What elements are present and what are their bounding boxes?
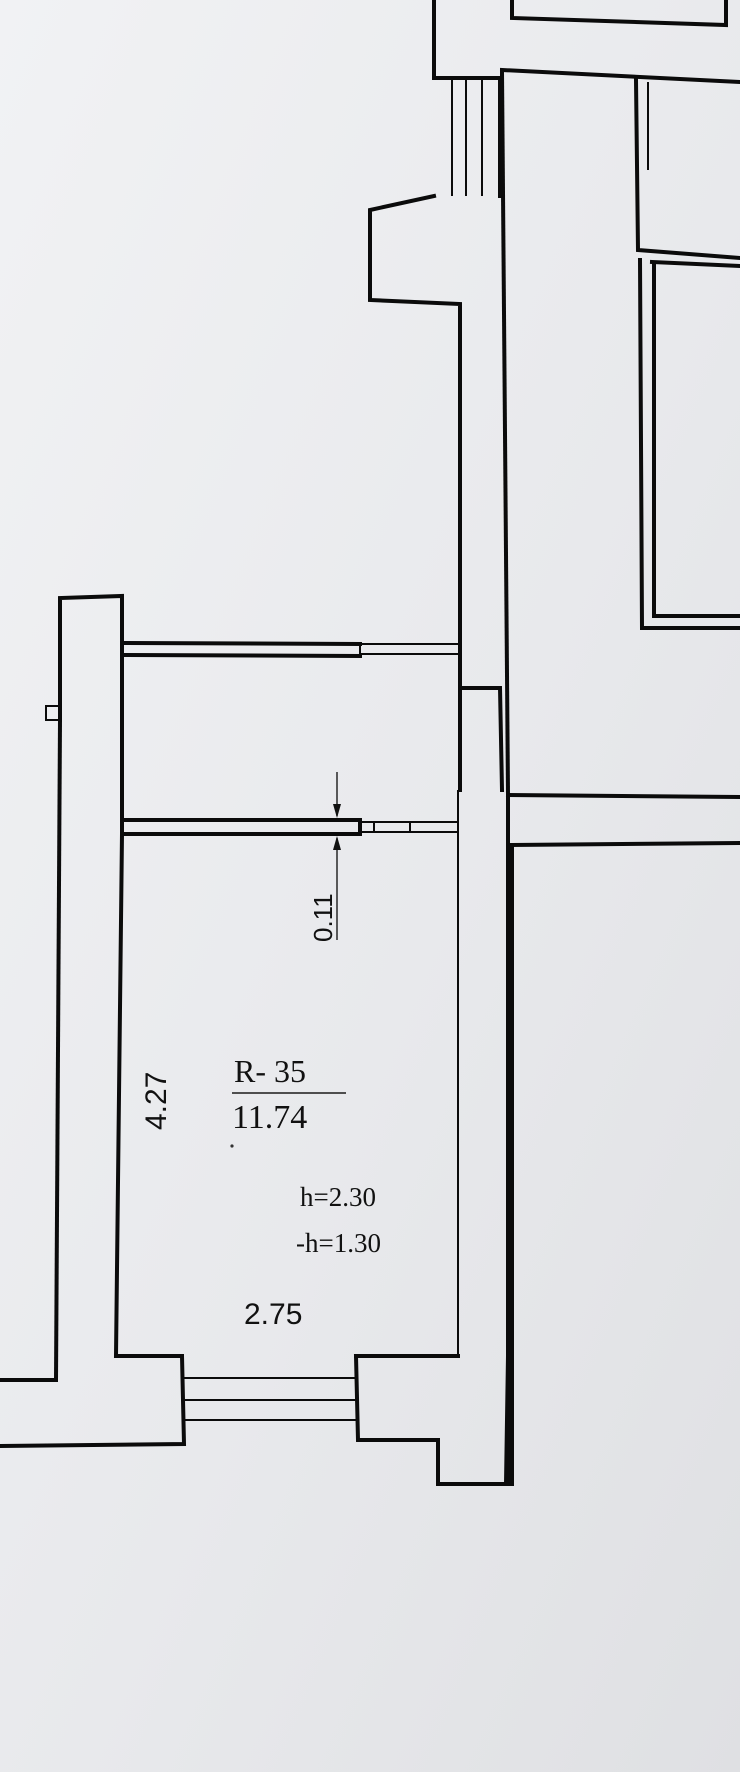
pencil-dot xyxy=(230,1144,234,1148)
length-dimension-label: 4.27 xyxy=(140,1072,173,1130)
partition-wall xyxy=(120,790,459,1356)
right-room xyxy=(505,792,740,1486)
ceiling-height-label: h=2.30 xyxy=(300,1182,376,1212)
room-code-label: R- 35 xyxy=(234,1053,306,1089)
lower-height-label: -h=1.30 xyxy=(296,1228,381,1258)
room-area-label: 11.74 xyxy=(232,1099,307,1136)
width-dimension-label: 2.75 xyxy=(244,1298,302,1331)
wall-thickness-label: 0.11 xyxy=(308,893,338,942)
dimension-arrows xyxy=(333,772,341,940)
central-wall xyxy=(368,193,505,793)
top-right-rooms xyxy=(432,0,740,798)
room-r35-walls xyxy=(0,717,511,1486)
upper-room xyxy=(45,593,458,822)
